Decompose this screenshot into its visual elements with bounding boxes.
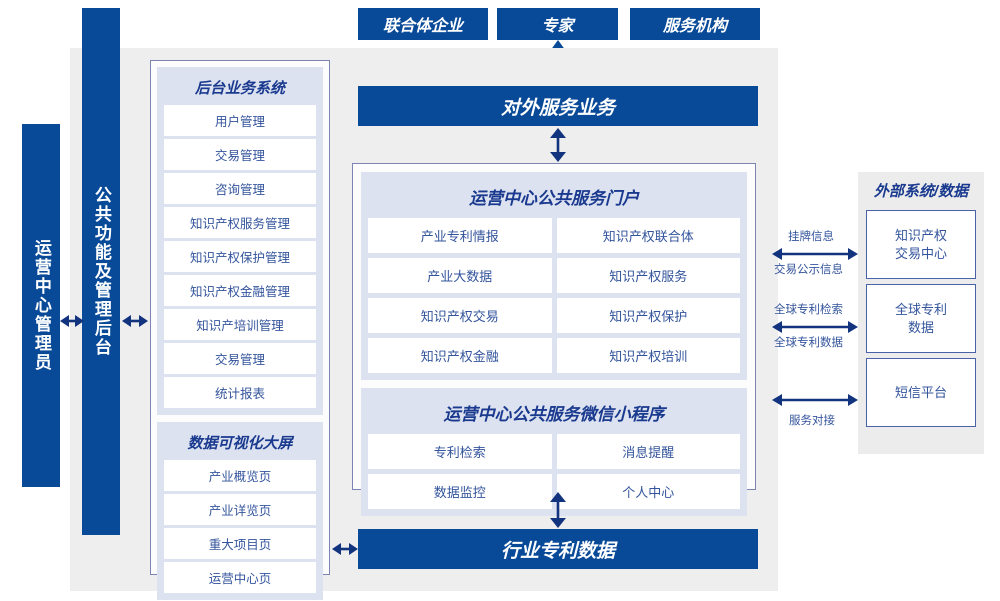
backend-item-1[interactable]: 交易管理 — [164, 139, 316, 170]
dashboard-item-0[interactable]: 产业概览页 — [164, 460, 316, 491]
portal-item-4[interactable]: 知识产权交易 — [368, 298, 552, 333]
portal-item-0[interactable]: 产业专利情报 — [368, 218, 552, 253]
arrow-service-to-portal-icon — [550, 128, 566, 162]
backend-item-4[interactable]: 知识产权保护管理 — [164, 241, 316, 272]
miniprogram-item-2[interactable]: 数据监控 — [368, 474, 552, 509]
external-systems-panel: 外部系统/数据 知识产权交易中心 全球专利数据 短信平台 — [858, 172, 984, 454]
dashboard-item-3[interactable]: 运营中心页 — [164, 562, 316, 593]
dashboard-item-2[interactable]: 重大项目页 — [164, 528, 316, 559]
external-item-0-label: 知识产权交易中心 — [894, 227, 947, 261]
miniprogram-panel: 运营中心公共服务微信小程序 专利检索 消息提醒 数据监控 个人中心 — [361, 388, 747, 516]
backend-item-6[interactable]: 知识产培训管理 — [164, 309, 316, 340]
backend-item-7[interactable]: 交易管理 — [164, 343, 316, 374]
portal-item-5[interactable]: 知识产权保护 — [556, 298, 740, 333]
vertical-bar-operation-admin: 运营中心管理员 — [22, 124, 60, 487]
actor-box-expert: 专家 — [497, 8, 618, 40]
portal-title: 运营中心公共服务门户 — [469, 189, 639, 208]
portal-item-6[interactable]: 知识产权金融 — [368, 338, 552, 373]
portal-item-1[interactable]: 知识产权联合体 — [556, 218, 740, 253]
dashboard-title: 数据可视化大屏 — [187, 435, 293, 452]
vertical-bar-common-function: 公共功能及管理后台 — [82, 8, 120, 535]
arrow-external-1-icon — [772, 321, 858, 333]
miniprogram-item-1[interactable]: 消息提醒 — [556, 434, 740, 469]
miniprogram-grid: 专利检索 消息提醒 数据监控 个人中心 — [368, 434, 740, 509]
arrow-external-0-icon — [772, 248, 858, 260]
external-label-1-above: 全球专利检索 — [774, 304, 843, 316]
backend-item-8[interactable]: 统计报表 — [164, 377, 316, 408]
backend-item-0[interactable]: 用户管理 — [164, 105, 316, 136]
actor-box-service-agency: 服务机构 — [630, 8, 760, 40]
portal-panel: 运营中心公共服务门户 产业专利情报 知识产权联合体 产业大数据 知识产权服务 知… — [361, 172, 747, 380]
arrow-admin-to-common-icon — [60, 315, 84, 327]
backend-system-panel: 后台业务系统 用户管理 交易管理 咨询管理 知识产权服务管理 知识产权保护管理 … — [157, 67, 323, 415]
left-modules-card: 后台业务系统 用户管理 交易管理 咨询管理 知识产权服务管理 知识产权保护管理 … — [150, 60, 330, 600]
backend-item-3[interactable]: 知识产权服务管理 — [164, 207, 316, 238]
external-item-0[interactable]: 知识产权交易中心 — [866, 210, 976, 279]
backend-item-2[interactable]: 咨询管理 — [164, 173, 316, 204]
actor-box-union-enterprise: 联合体企业 — [358, 8, 488, 40]
external-item-1-label: 全球专利数据 — [894, 301, 947, 335]
external-item-2[interactable]: 短信平台 — [866, 358, 976, 427]
miniprogram-item-0[interactable]: 专利检索 — [368, 434, 552, 469]
external-item-1[interactable]: 全球专利数据 — [866, 284, 976, 353]
industry-patent-data-bar: 行业专利数据 — [358, 529, 758, 569]
external-label-0-above: 挂牌信息 — [788, 231, 834, 243]
external-item-2-label: 短信平台 — [894, 384, 947, 400]
arrow-external-2-icon — [772, 394, 858, 406]
center-platform-card: 运营中心公共服务门户 产业专利情报 知识产权联合体 产业大数据 知识产权服务 知… — [352, 163, 756, 516]
external-label-2-below: 服务对接 — [789, 415, 835, 427]
external-systems-title: 外部系统/数据 — [873, 183, 969, 200]
dashboard-item-1[interactable]: 产业详览页 — [164, 494, 316, 525]
external-label-0-below: 交易公示信息 — [774, 264, 843, 276]
dashboard-panel: 数据可视化大屏 产业概览页 产业详览页 重大项目页 运营中心页 — [157, 422, 323, 600]
arrow-common-to-backend-icon — [122, 315, 148, 327]
backend-system-title: 后台业务系统 — [194, 80, 285, 97]
portal-item-2[interactable]: 产业大数据 — [368, 258, 552, 293]
external-service-business-bar: 对外服务业务 — [358, 86, 758, 126]
arrow-left-to-data-icon — [332, 543, 358, 555]
miniprogram-item-3[interactable]: 个人中心 — [556, 474, 740, 509]
portal-item-3[interactable]: 知识产权服务 — [556, 258, 740, 293]
arrow-portal-to-data-icon — [550, 492, 566, 528]
external-label-1-below: 全球专利数据 — [774, 337, 843, 349]
portal-grid: 产业专利情报 知识产权联合体 产业大数据 知识产权服务 知识产权交易 知识产权保… — [368, 218, 740, 373]
miniprogram-title: 运营中心公共服务微信小程序 — [443, 405, 665, 424]
portal-item-7[interactable]: 知识产权培训 — [556, 338, 740, 373]
backend-item-5[interactable]: 知识产权金融管理 — [164, 275, 316, 306]
